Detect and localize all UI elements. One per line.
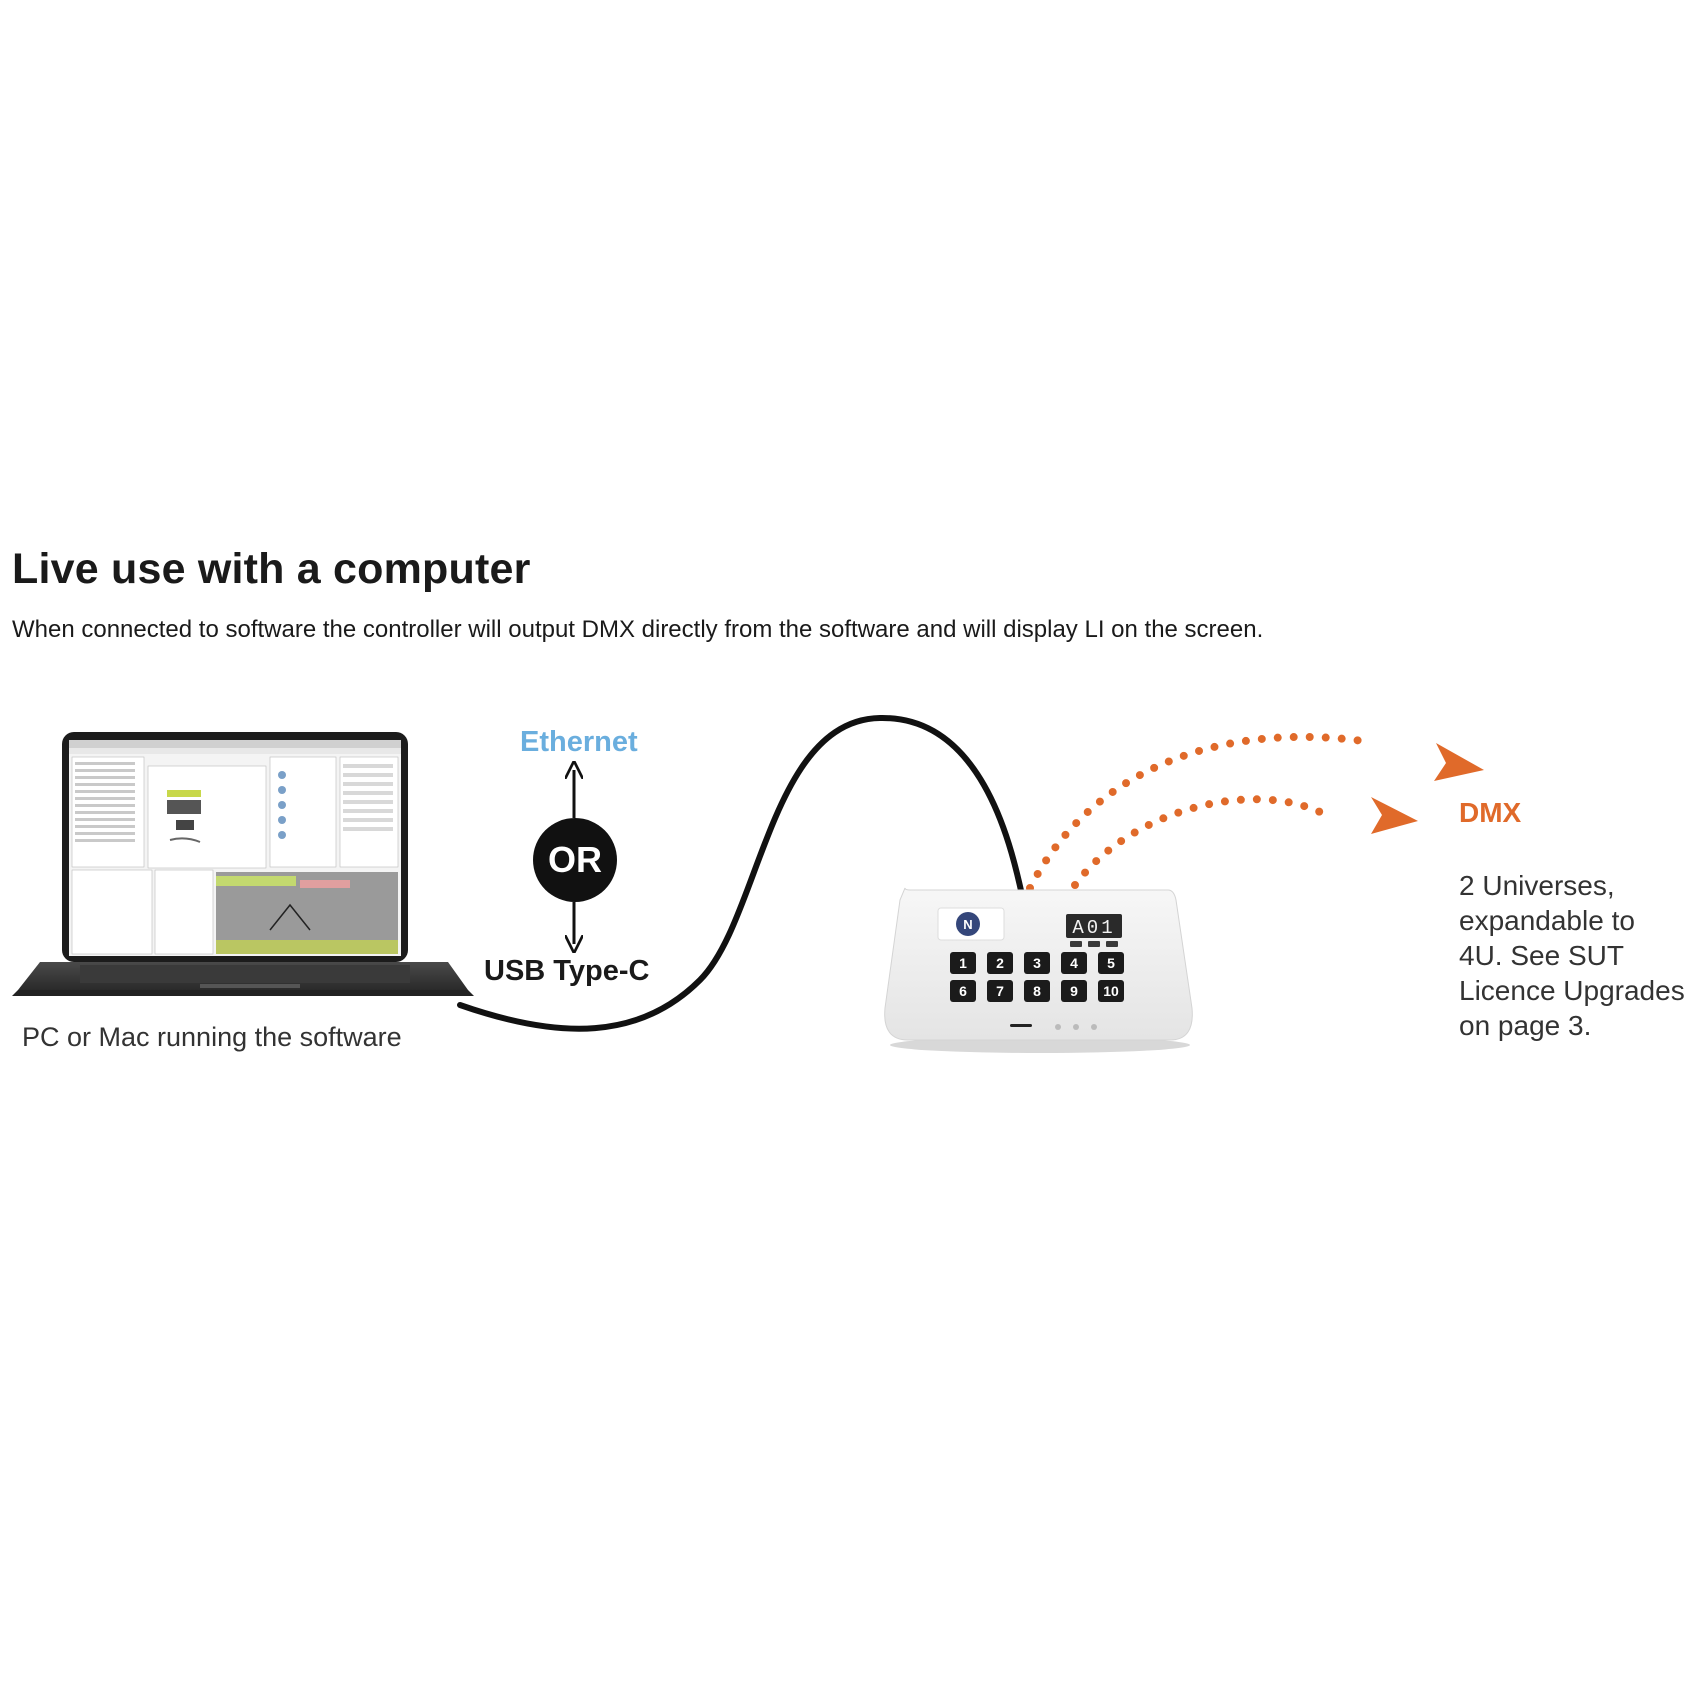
- controller-key: [1061, 980, 1087, 1002]
- universes-line: on page 3.: [1459, 1010, 1592, 1041]
- controller-key-label: 1: [959, 955, 967, 971]
- universes-line: Licence Upgrades: [1459, 975, 1685, 1006]
- controller-icon: N A01 1 2 3 4 5 6 7 8 9 10: [884, 887, 1193, 1053]
- dmx-label: DMX: [1459, 797, 1522, 828]
- dmx-arrow-icon: [1026, 732, 1484, 892]
- controller-key-label: 5: [1107, 955, 1115, 971]
- controller-key-label: 10: [1103, 983, 1119, 999]
- logo-text: N: [963, 917, 972, 932]
- controller-key: [1024, 952, 1050, 974]
- ethernet-label: Ethernet: [520, 726, 638, 758]
- controller-key: [1024, 980, 1050, 1002]
- segment-display: A01: [1072, 917, 1115, 939]
- page-title: Live use with a computer: [12, 545, 531, 593]
- computer-caption: PC or Mac running the software: [22, 1022, 402, 1052]
- controller-key-label: 2: [996, 955, 1004, 971]
- controller-key-label: 3: [1033, 955, 1041, 971]
- controller-key-label: 4: [1070, 955, 1078, 971]
- universes-line: 4U. See SUT: [1459, 940, 1624, 971]
- controller-key: [950, 980, 976, 1002]
- page-subtitle: When connected to software the controlle…: [12, 616, 1264, 643]
- controller-key-label: 7: [996, 983, 1004, 999]
- usb-label: USB Type-C: [484, 955, 650, 987]
- laptop-icon: [12, 732, 474, 996]
- controller-key-label: 9: [1070, 983, 1078, 999]
- usb-cable: [457, 714, 1025, 1032]
- universes-line: expandable to: [1459, 905, 1635, 936]
- controller-key: [987, 952, 1013, 974]
- controller-key: [1098, 980, 1124, 1002]
- controller-key: [987, 980, 1013, 1002]
- controller-key: [950, 952, 976, 974]
- controller-key-label: 8: [1033, 983, 1041, 999]
- controller-key-label: 6: [959, 983, 967, 999]
- controller-key: [1061, 952, 1087, 974]
- or-badge: OR: [533, 818, 617, 902]
- universes-description: 2 Universes, expandable to 4U. See SUT L…: [1459, 868, 1699, 1043]
- universes-line: 2 Universes,: [1459, 870, 1615, 901]
- controller-key: [1098, 952, 1124, 974]
